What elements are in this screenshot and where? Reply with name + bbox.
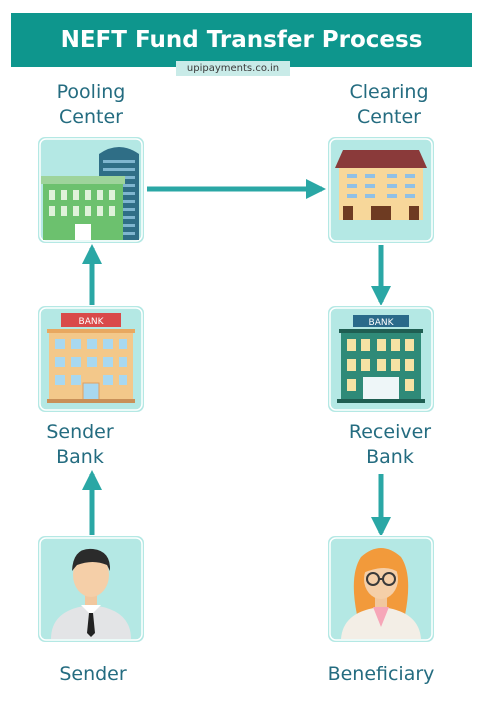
sender-node xyxy=(37,535,145,643)
sender-bank-node: BANK xyxy=(37,305,145,413)
sender-bank-label: Sender Bank xyxy=(46,421,114,468)
sender-label: Sender xyxy=(59,663,127,685)
watermark-text: upipayments.co.in xyxy=(176,61,290,76)
clearing-center-label: Clearing Center xyxy=(349,81,429,128)
office-building-icon xyxy=(37,136,145,244)
receiver-bank-building-icon: BANK xyxy=(327,305,435,413)
pooling-center-node xyxy=(37,136,145,244)
receiver-bank-label: Receiver Bank xyxy=(348,421,432,468)
sender-bank-building-icon: BANK xyxy=(37,305,145,413)
woman-avatar-icon xyxy=(327,535,435,643)
sender-bank-sign: BANK xyxy=(79,317,105,327)
clearing-center-node xyxy=(327,136,435,244)
receiver-bank-node: BANK xyxy=(327,305,435,413)
man-avatar-icon xyxy=(37,535,145,643)
pooling-center-label: Pooling Center xyxy=(56,81,126,128)
diagram-title: NEFT Fund Transfer Process xyxy=(11,13,472,67)
beneficiary-label: Beneficiary xyxy=(327,663,435,685)
beneficiary-node xyxy=(327,535,435,643)
clearing-house-icon xyxy=(327,136,435,244)
receiver-bank-sign: BANK xyxy=(369,318,395,328)
